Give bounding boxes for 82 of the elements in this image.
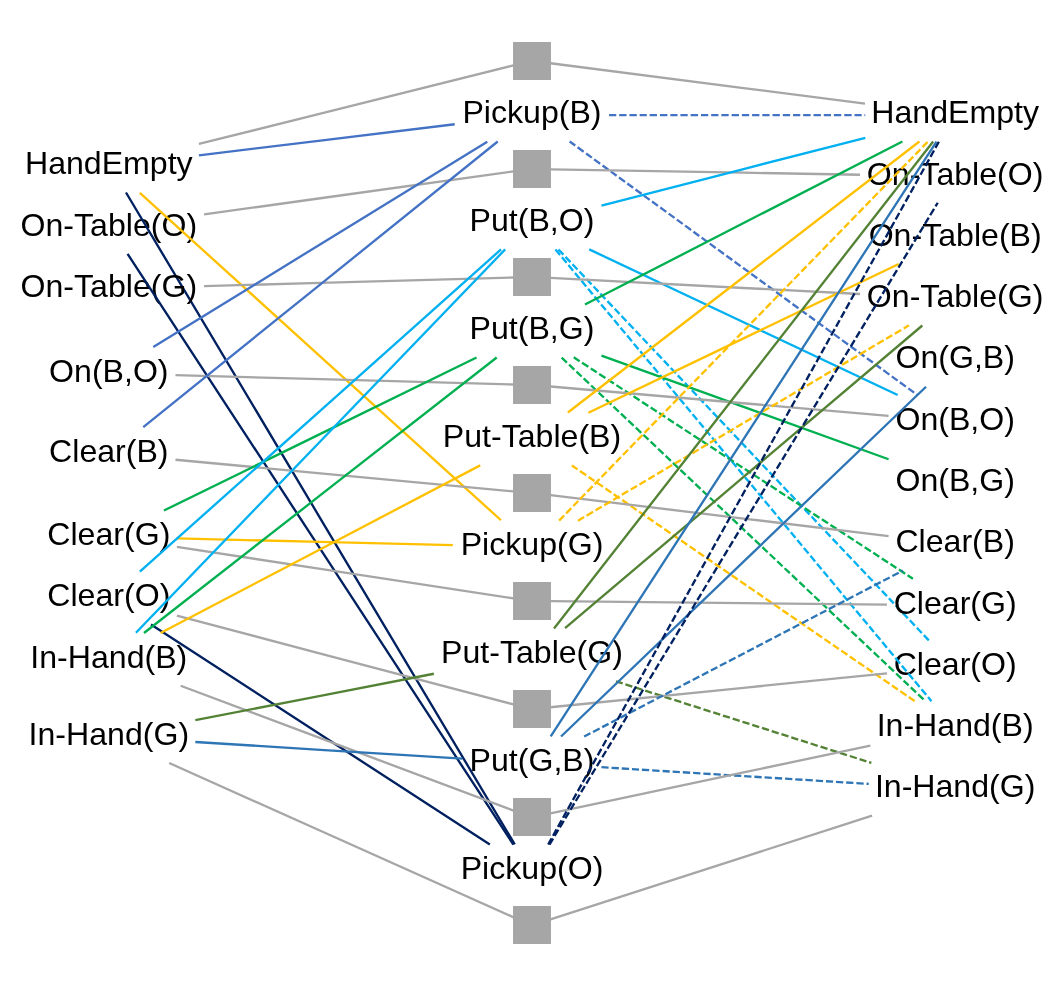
connector [160, 464, 481, 635]
connector [609, 113, 866, 117]
node-box [513, 582, 551, 620]
node-box [513, 42, 551, 81]
node-text: In-Hand(B) [876, 707, 1034, 744]
node-text: Clear(G) [893, 584, 1017, 621]
connector [550, 744, 871, 815]
connector [564, 324, 924, 630]
connector [203, 170, 514, 216]
node-text: Clear(G) [47, 515, 171, 552]
connector [577, 324, 910, 522]
connector [601, 766, 869, 786]
node-text: In-Hand(G) [28, 715, 190, 752]
connector [198, 64, 514, 146]
connector [553, 140, 935, 630]
node-text: HandEmpty [871, 94, 1040, 131]
node-text: Pickup(G) [460, 526, 604, 563]
connector [601, 136, 866, 207]
connector [550, 814, 873, 921]
connector [176, 537, 453, 547]
connector [549, 140, 938, 737]
node-text: Put(G,B) [469, 742, 595, 779]
connector [601, 354, 889, 461]
connector [560, 385, 927, 738]
node-text: Clear(O) [47, 577, 171, 614]
connector [176, 614, 514, 706]
connector [550, 276, 861, 296]
node-box [513, 366, 551, 404]
node-text: Put-Table(B) [442, 418, 622, 455]
node-text: Pickup(B) [462, 94, 602, 131]
connector [168, 762, 515, 919]
node-box [513, 258, 551, 296]
node-box [513, 797, 551, 836]
node-box [513, 474, 551, 512]
node-text: Clear(B) [895, 523, 1015, 560]
node-text: Put(B,G) [469, 310, 595, 347]
connector [195, 672, 435, 722]
connector [550, 62, 866, 105]
connector [560, 356, 927, 703]
connector [139, 248, 502, 573]
connector [550, 385, 889, 417]
node-text: On(B,G) [895, 461, 1015, 498]
node-text: Clear(B) [49, 432, 169, 469]
node-text: On(B,O) [895, 400, 1015, 437]
node-text: On(B,O) [49, 352, 169, 389]
connector [587, 262, 900, 414]
node-box [513, 905, 551, 944]
node-text: HandEmpty [24, 145, 193, 182]
connector [135, 248, 507, 634]
connector [588, 248, 899, 397]
connector [571, 464, 916, 703]
node-box [513, 690, 551, 728]
connector [198, 123, 455, 157]
connector [163, 356, 478, 512]
node-text: In-Hand(G) [874, 768, 1036, 805]
node-box [513, 150, 551, 189]
connector [175, 458, 514, 493]
connector [550, 600, 887, 606]
node-text: Clear(O) [893, 645, 1017, 682]
node-text: Pickup(O) [460, 850, 604, 887]
connector [180, 684, 514, 812]
connector [195, 740, 463, 760]
connector [175, 374, 514, 386]
node-text: Put(B,O) [469, 202, 595, 239]
node-text: On(G,B) [895, 339, 1015, 376]
connector [550, 168, 860, 176]
connector [150, 623, 491, 846]
connector [615, 680, 872, 764]
connector [176, 545, 514, 600]
node-text: In-Hand(B) [30, 638, 188, 675]
connector [152, 140, 488, 348]
connector [139, 192, 502, 522]
connector [550, 493, 889, 538]
connector [573, 356, 914, 580]
connector [142, 140, 499, 428]
connector [204, 276, 514, 288]
connector [558, 140, 929, 522]
connector [143, 356, 498, 634]
connector [550, 672, 888, 709]
connector [584, 140, 903, 306]
node-text: On-Table(G) [866, 278, 1044, 315]
connector [583, 569, 904, 738]
